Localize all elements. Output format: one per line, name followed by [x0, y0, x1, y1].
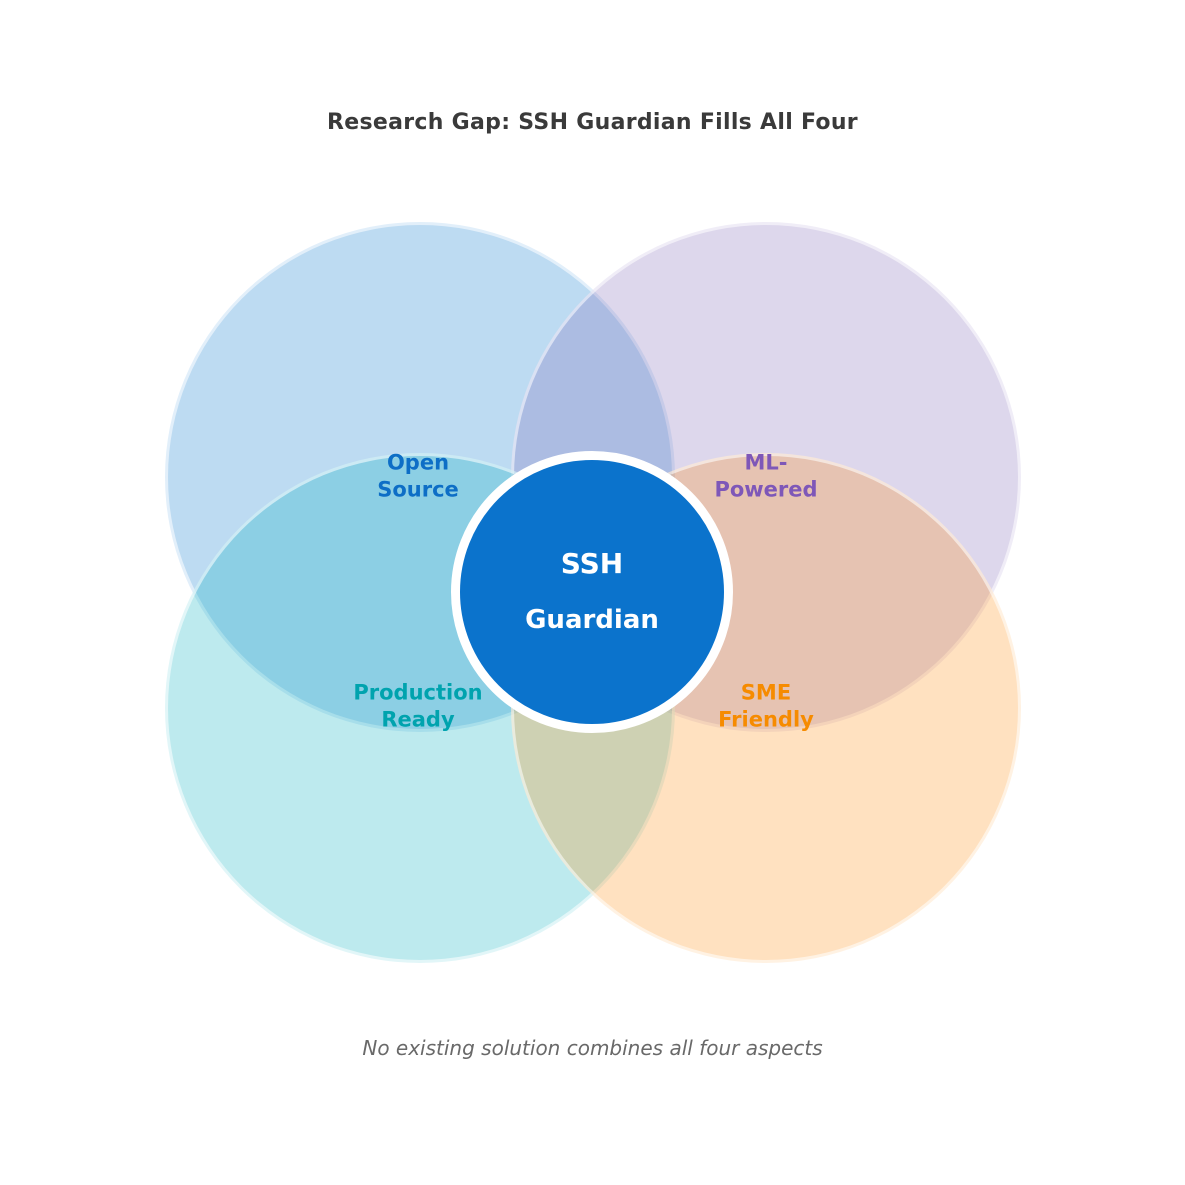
- set-label-line: Ready: [381, 707, 455, 731]
- set-label-line: ML-: [744, 450, 788, 475]
- figure-caption: No existing solution combines all four a…: [362, 1036, 823, 1060]
- set-label-line: Production: [353, 680, 483, 705]
- set-label-sme-friendly: SME Friendly: [718, 679, 814, 732]
- set-label-ml-powered: ML- Powered: [714, 449, 817, 502]
- set-label-open-source: Open Source: [377, 449, 459, 502]
- center-badge-title: SSH: [560, 547, 624, 581]
- set-label-line: Source: [377, 477, 459, 501]
- page-title: Research Gap: SSH Guardian Fills All Fou…: [327, 110, 858, 135]
- center-badge-ssh-guardian: SSH Guardian: [451, 451, 733, 733]
- set-label-production-ready: Production Ready: [353, 679, 482, 732]
- set-label-line: Open: [386, 450, 450, 475]
- center-badge-subtitle: Guardian: [525, 605, 659, 636]
- set-label-line: Friendly: [718, 707, 814, 731]
- set-label-line: SME: [740, 680, 792, 705]
- set-label-line: Powered: [714, 477, 818, 501]
